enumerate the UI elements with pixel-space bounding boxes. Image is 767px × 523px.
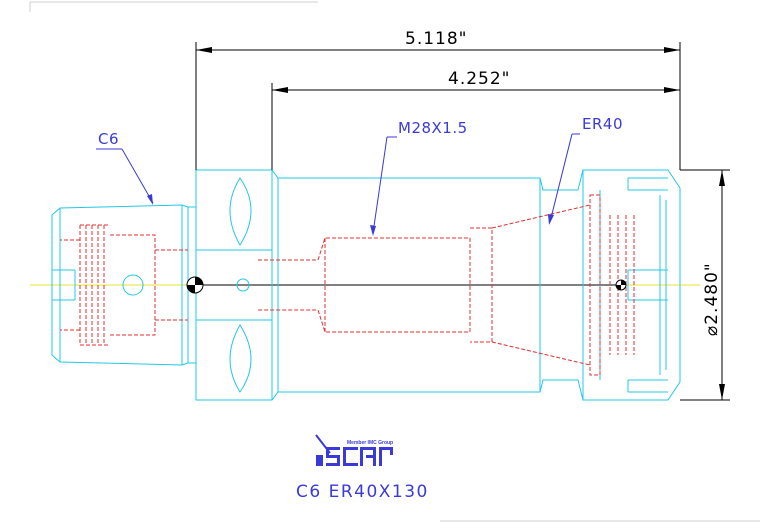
dimension-overall bbox=[195, 42, 681, 170]
dimension-collet bbox=[271, 83, 680, 170]
dimension-collet-label: 4.252" bbox=[448, 69, 511, 89]
body-outline bbox=[195, 169, 681, 401]
callout-thread-leader bbox=[370, 136, 397, 236]
shank-hidden-lines bbox=[60, 224, 188, 346]
callout-shank-leader bbox=[96, 148, 154, 205]
callout-shank-label: C6 bbox=[98, 130, 119, 148]
datum-marker-left bbox=[186, 276, 204, 294]
callout-collet-leader bbox=[548, 133, 580, 225]
iscar-logo bbox=[315, 434, 393, 466]
dimension-diameter bbox=[680, 169, 730, 401]
datum-marker-right bbox=[615, 279, 627, 291]
drawing-caption: C6 ER40X130 bbox=[296, 482, 429, 502]
logo-tagline: Member IMC Group bbox=[347, 440, 393, 446]
dimension-diameter-label: ⌀2.480" bbox=[702, 262, 722, 336]
dimension-overall-label: 5.118" bbox=[405, 29, 468, 49]
callout-collet-label: ER40 bbox=[582, 115, 623, 133]
callout-thread-label: M28X1.5 bbox=[398, 119, 468, 137]
